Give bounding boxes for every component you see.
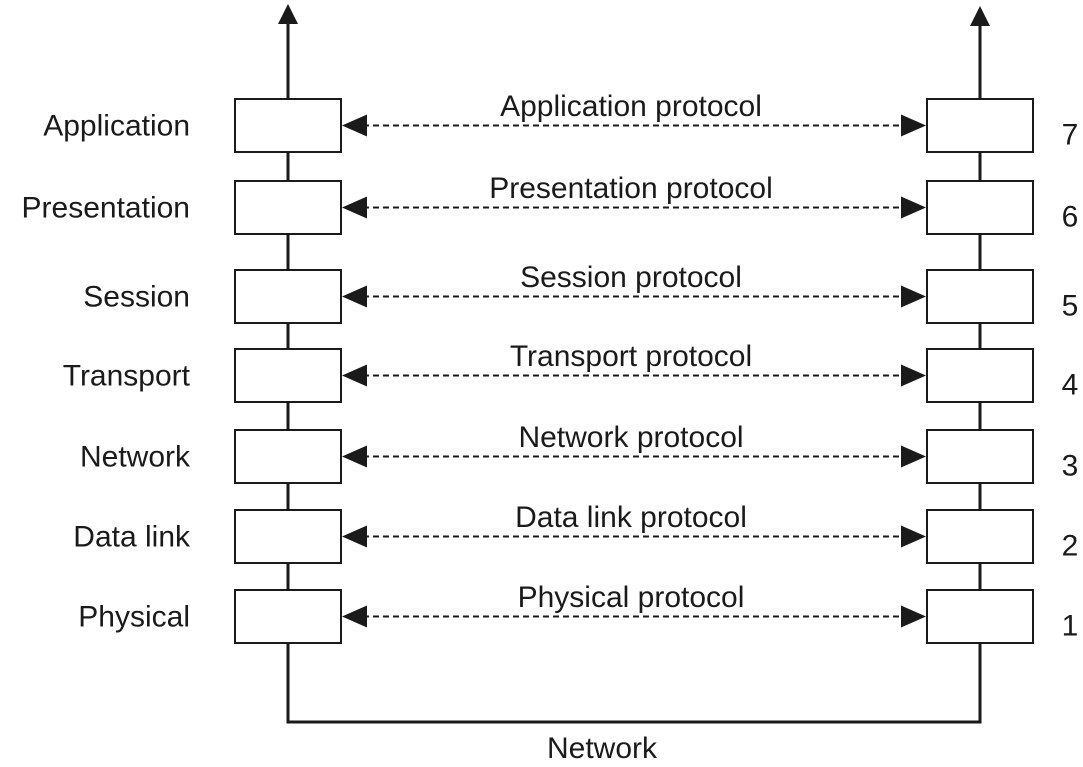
left-host-layer-box bbox=[234, 180, 342, 235]
layer-row-data-link: Data link Data link protocol 2 bbox=[73, 501, 1079, 564]
layer-number: 5 bbox=[1062, 290, 1079, 323]
layer-number: 7 bbox=[1062, 119, 1079, 152]
right-arrowhead bbox=[901, 445, 926, 468]
layer-row-session: Session Session protocol 5 bbox=[83, 261, 1079, 324]
right-host-layer-box bbox=[926, 98, 1034, 153]
layer-number: 1 bbox=[1062, 610, 1079, 643]
layer-name: Physical bbox=[78, 601, 190, 634]
left-host-layer-box bbox=[234, 269, 342, 324]
layer-row-application: Application Application protocol 7 bbox=[43, 90, 1079, 153]
layer-number: 4 bbox=[1062, 369, 1079, 402]
layer-name: Data link bbox=[73, 521, 191, 554]
layer-rows: Application Application protocol 7Presenta… bbox=[22, 90, 1079, 644]
network-label: Network bbox=[547, 732, 658, 765]
left-host-layer-box bbox=[234, 348, 342, 403]
left-arrowhead bbox=[342, 196, 367, 219]
layer-number: 2 bbox=[1062, 530, 1079, 563]
protocol-label: Network protocol bbox=[518, 421, 743, 454]
right-arrowhead bbox=[901, 364, 926, 387]
protocol-label: Physical protocol bbox=[518, 581, 745, 614]
left-up-arrow bbox=[278, 4, 298, 24]
left-host-layer-box bbox=[234, 429, 342, 484]
right-host-layer-box bbox=[926, 589, 1034, 644]
layer-name: Application bbox=[43, 110, 190, 143]
right-host-layer-box bbox=[926, 269, 1034, 324]
protocol-label: Transport protocol bbox=[510, 340, 752, 373]
left-arrowhead bbox=[342, 364, 367, 387]
layer-name: Session bbox=[83, 281, 190, 314]
right-arrowhead bbox=[901, 525, 926, 548]
protocol-label: Application protocol bbox=[500, 90, 762, 123]
protocol-label: Data link protocol bbox=[515, 501, 747, 534]
right-host-layer-box bbox=[926, 348, 1034, 403]
left-host-layer-box bbox=[234, 98, 342, 153]
right-arrowhead bbox=[901, 285, 926, 308]
left-host-layer-box bbox=[234, 589, 342, 644]
left-host-layer-box bbox=[234, 509, 342, 564]
left-arrowhead bbox=[342, 605, 367, 628]
right-host-layer-box bbox=[926, 429, 1034, 484]
right-host-layer-box bbox=[926, 180, 1034, 235]
protocol-label: Presentation protocol bbox=[489, 172, 773, 205]
right-arrowhead bbox=[901, 196, 926, 219]
right-arrowhead bbox=[901, 605, 926, 628]
right-up-arrow bbox=[970, 6, 990, 26]
layer-row-presentation: Presentation Presentation protocol 6 bbox=[22, 172, 1079, 235]
layer-row-network: Network Network protocol 3 bbox=[80, 421, 1079, 484]
left-arrowhead bbox=[342, 445, 367, 468]
right-host-layer-box bbox=[926, 509, 1034, 564]
layer-name: Network bbox=[80, 441, 191, 474]
layer-row-physical: Physical Physical protocol 1 bbox=[78, 581, 1079, 644]
layer-number: 3 bbox=[1062, 450, 1079, 483]
left-arrowhead bbox=[342, 285, 367, 308]
layer-number: 6 bbox=[1062, 201, 1079, 234]
left-arrowhead bbox=[342, 114, 367, 137]
right-arrowhead bbox=[901, 114, 926, 137]
protocol-label: Session protocol bbox=[520, 261, 742, 294]
layer-row-transport: Transport Transport protocol 4 bbox=[63, 340, 1079, 403]
layer-name: Transport bbox=[63, 360, 191, 393]
layer-name: Presentation bbox=[22, 192, 190, 225]
left-arrowhead bbox=[342, 525, 367, 548]
